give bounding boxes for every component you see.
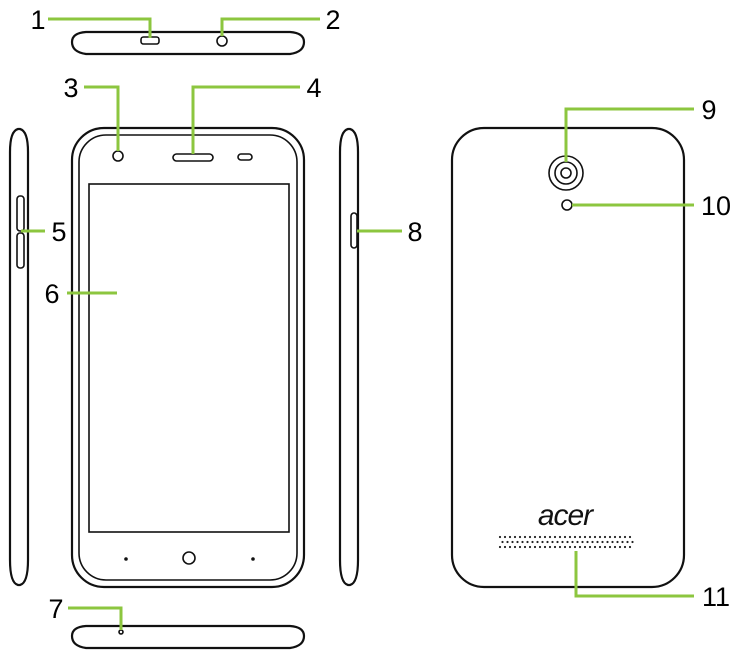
callout-label-2: 2 [325,5,340,35]
back-view: acer [450,126,686,589]
loudspeaker [498,535,634,549]
callout-label-6: 6 [44,279,59,309]
proximity-sensor [237,153,253,161]
callout-label-5: 5 [51,217,66,247]
bottom-edge-view [70,624,306,650]
right-side-view [338,127,360,587]
brand-logo: acer [538,499,594,532]
rear-camera-lens [560,167,572,179]
top-edge-view [70,30,306,56]
nav-back-dot [124,557,128,561]
callout-numbers: 1 2 3 4 5 6 7 8 9 10 11 [30,5,731,624]
home-button [182,551,196,565]
front-view [70,126,306,589]
callout-label-8: 8 [407,217,422,247]
volume-down-button [16,232,25,269]
callout-label-11: 11 [702,582,730,612]
callout-lines [21,17,694,630]
volume-up-button [16,195,25,232]
callout-label-4: 4 [306,73,321,103]
touchscreen [88,183,290,533]
phone-front-body [70,126,306,589]
callout-label-1: 1 [30,5,45,35]
left-side-view [8,127,30,587]
callout-label-3: 3 [63,73,78,103]
nav-menu-dot [251,557,255,561]
phone-back-body [450,126,686,589]
callout-label-9: 9 [701,95,716,125]
callout-label-7: 7 [48,594,63,624]
callout-label-10: 10 [701,191,731,221]
